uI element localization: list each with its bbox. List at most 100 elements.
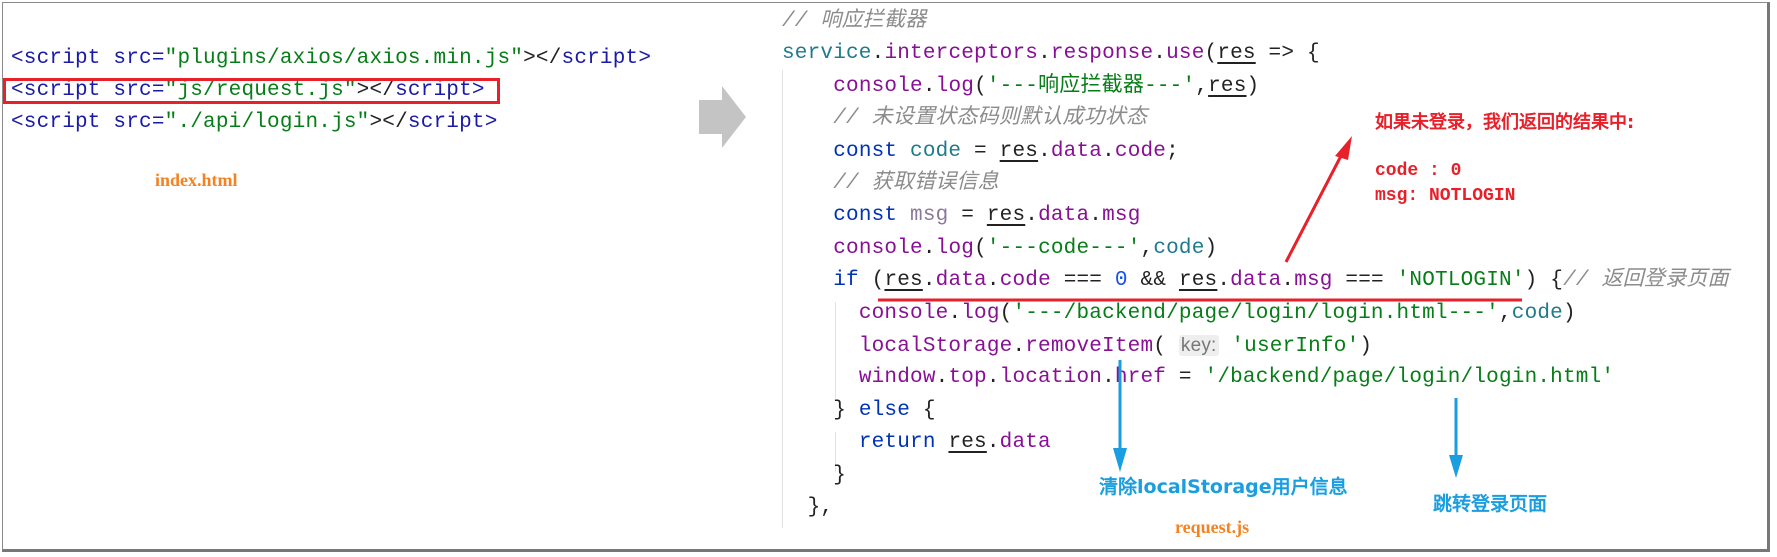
note-code-value: code : 0 [1375, 161, 1462, 181]
code-token: . [1102, 366, 1115, 390]
code-line: }, [782, 494, 833, 522]
code-token: return [858, 431, 949, 455]
index-html-caption: index.html [155, 170, 238, 190]
code-token: . [935, 366, 949, 390]
code-token: '---code---' [986, 236, 1141, 260]
code-token: . [1153, 42, 1167, 66]
code-token: code [1114, 139, 1167, 163]
code-token: . [986, 431, 1000, 455]
code-token: src= [100, 79, 165, 102]
parameter-hint: key: [1178, 335, 1219, 356]
red-arrow-head [1335, 136, 1352, 160]
code-token: window [858, 366, 936, 390]
code-token: . [922, 269, 936, 293]
code-token: = [1166, 366, 1205, 390]
code-token: localStorage [858, 335, 1013, 358]
code-token: > [638, 47, 652, 70]
code-token: ) [1204, 236, 1218, 260]
code-token: const [833, 139, 911, 163]
code-token: // 返回登录页面 [1563, 269, 1729, 293]
blue-arrow-head [1449, 455, 1463, 478]
code-token: log [961, 301, 1000, 325]
code-token: ( [1153, 335, 1179, 358]
code-line: <script src="plugins/axios/axios.min.js"… [11, 45, 651, 73]
code-token: . [922, 74, 936, 98]
code-token: use [1166, 42, 1205, 66]
code-token: console [858, 301, 949, 325]
code-line: // 未设置状态码则默认成功状态 [782, 105, 1147, 133]
code-token: "js/request.js" [164, 79, 357, 102]
code-token: "plugins/axios/axios.min.js" [164, 47, 524, 70]
code-token: "./api/login.js" [164, 111, 370, 134]
code-token: { [910, 398, 936, 422]
code-token: // 未设置状态码则默认成功状态 [833, 107, 1148, 131]
code-token: . [1038, 42, 1051, 66]
code-line: return res.data [782, 429, 1051, 457]
code-token: msg [1102, 204, 1141, 228]
code-token: ></ [369, 111, 408, 134]
code-token: top [948, 366, 987, 390]
code-token: ></ [356, 79, 396, 102]
right-arrow-icon [699, 86, 746, 148]
code-token: } [833, 398, 859, 422]
code-token: res [884, 269, 923, 293]
code-token: . [1038, 139, 1051, 163]
code-token: src= [100, 47, 165, 70]
code-token: response [1050, 42, 1154, 66]
red-arrow-shaft [1284, 151, 1345, 263]
code-token: removeItem [1025, 335, 1154, 358]
code-token: <script [11, 79, 101, 102]
code-token: , [1195, 74, 1209, 98]
code-token: href [1114, 366, 1167, 390]
code-token: > [484, 111, 498, 134]
code-token: script [407, 111, 485, 134]
blue-arrow-head [1113, 448, 1127, 472]
code-token: . [871, 42, 885, 66]
code-line: <script src="./api/login.js"></script> [11, 109, 498, 137]
code-token: console [833, 236, 923, 260]
code-token: . [922, 236, 936, 260]
code-token: data [999, 431, 1051, 455]
code-token: , [1498, 301, 1512, 325]
code-token: res [948, 431, 987, 455]
code-line: } else { [782, 397, 936, 425]
code-token: '---响应拦截器---' [986, 74, 1196, 98]
code-token: ) { [1524, 269, 1564, 293]
code-token: . [1089, 204, 1103, 228]
code-line: window.top.location.href = '/backend/pag… [782, 364, 1614, 392]
code-token: data [1050, 139, 1103, 163]
code-token: = [961, 139, 1000, 163]
code-token: <script [11, 47, 101, 70]
code-token: . [1281, 269, 1295, 293]
indent-guide [782, 70, 783, 528]
code-token: res [1217, 42, 1256, 66]
note-msg-value: msg: NOTLOGIN [1375, 186, 1516, 206]
code-line: const msg = res.data.msg [782, 202, 1141, 230]
code-token: ) [1359, 335, 1373, 358]
request-js-caption: request.js [1175, 517, 1250, 537]
code-token: ( [974, 236, 987, 260]
highlight-box-request-js [3, 78, 500, 104]
code-token: . [1217, 269, 1231, 293]
code-token: => { [1255, 42, 1320, 66]
code-line: localStorage.removeItem( key: 'userInfo'… [782, 332, 1372, 361]
code-token: data [1230, 269, 1282, 293]
code-token: else [858, 398, 911, 422]
code-line: console.log('---/backend/page/login/logi… [782, 300, 1576, 328]
code-token: ) [1562, 301, 1576, 325]
code-token: , [1140, 236, 1154, 260]
code-token: res [999, 139, 1039, 163]
code-token: === [1332, 269, 1397, 293]
indent-guide [835, 302, 836, 398]
clear-localstorage-note: 清除localStorage用户信息 [1099, 476, 1348, 498]
code-line: // 获取错误信息 [782, 170, 999, 198]
code-token: ( [1204, 42, 1218, 66]
code-token: location [999, 366, 1103, 390]
code-token: src= [100, 111, 165, 134]
code-token: script [561, 47, 639, 70]
code-token: . [1102, 139, 1115, 163]
code-token: . [948, 301, 962, 325]
code-token: service [782, 42, 872, 66]
code-line: const code = res.data.code; [782, 138, 1179, 166]
code-token: res [1208, 74, 1247, 98]
